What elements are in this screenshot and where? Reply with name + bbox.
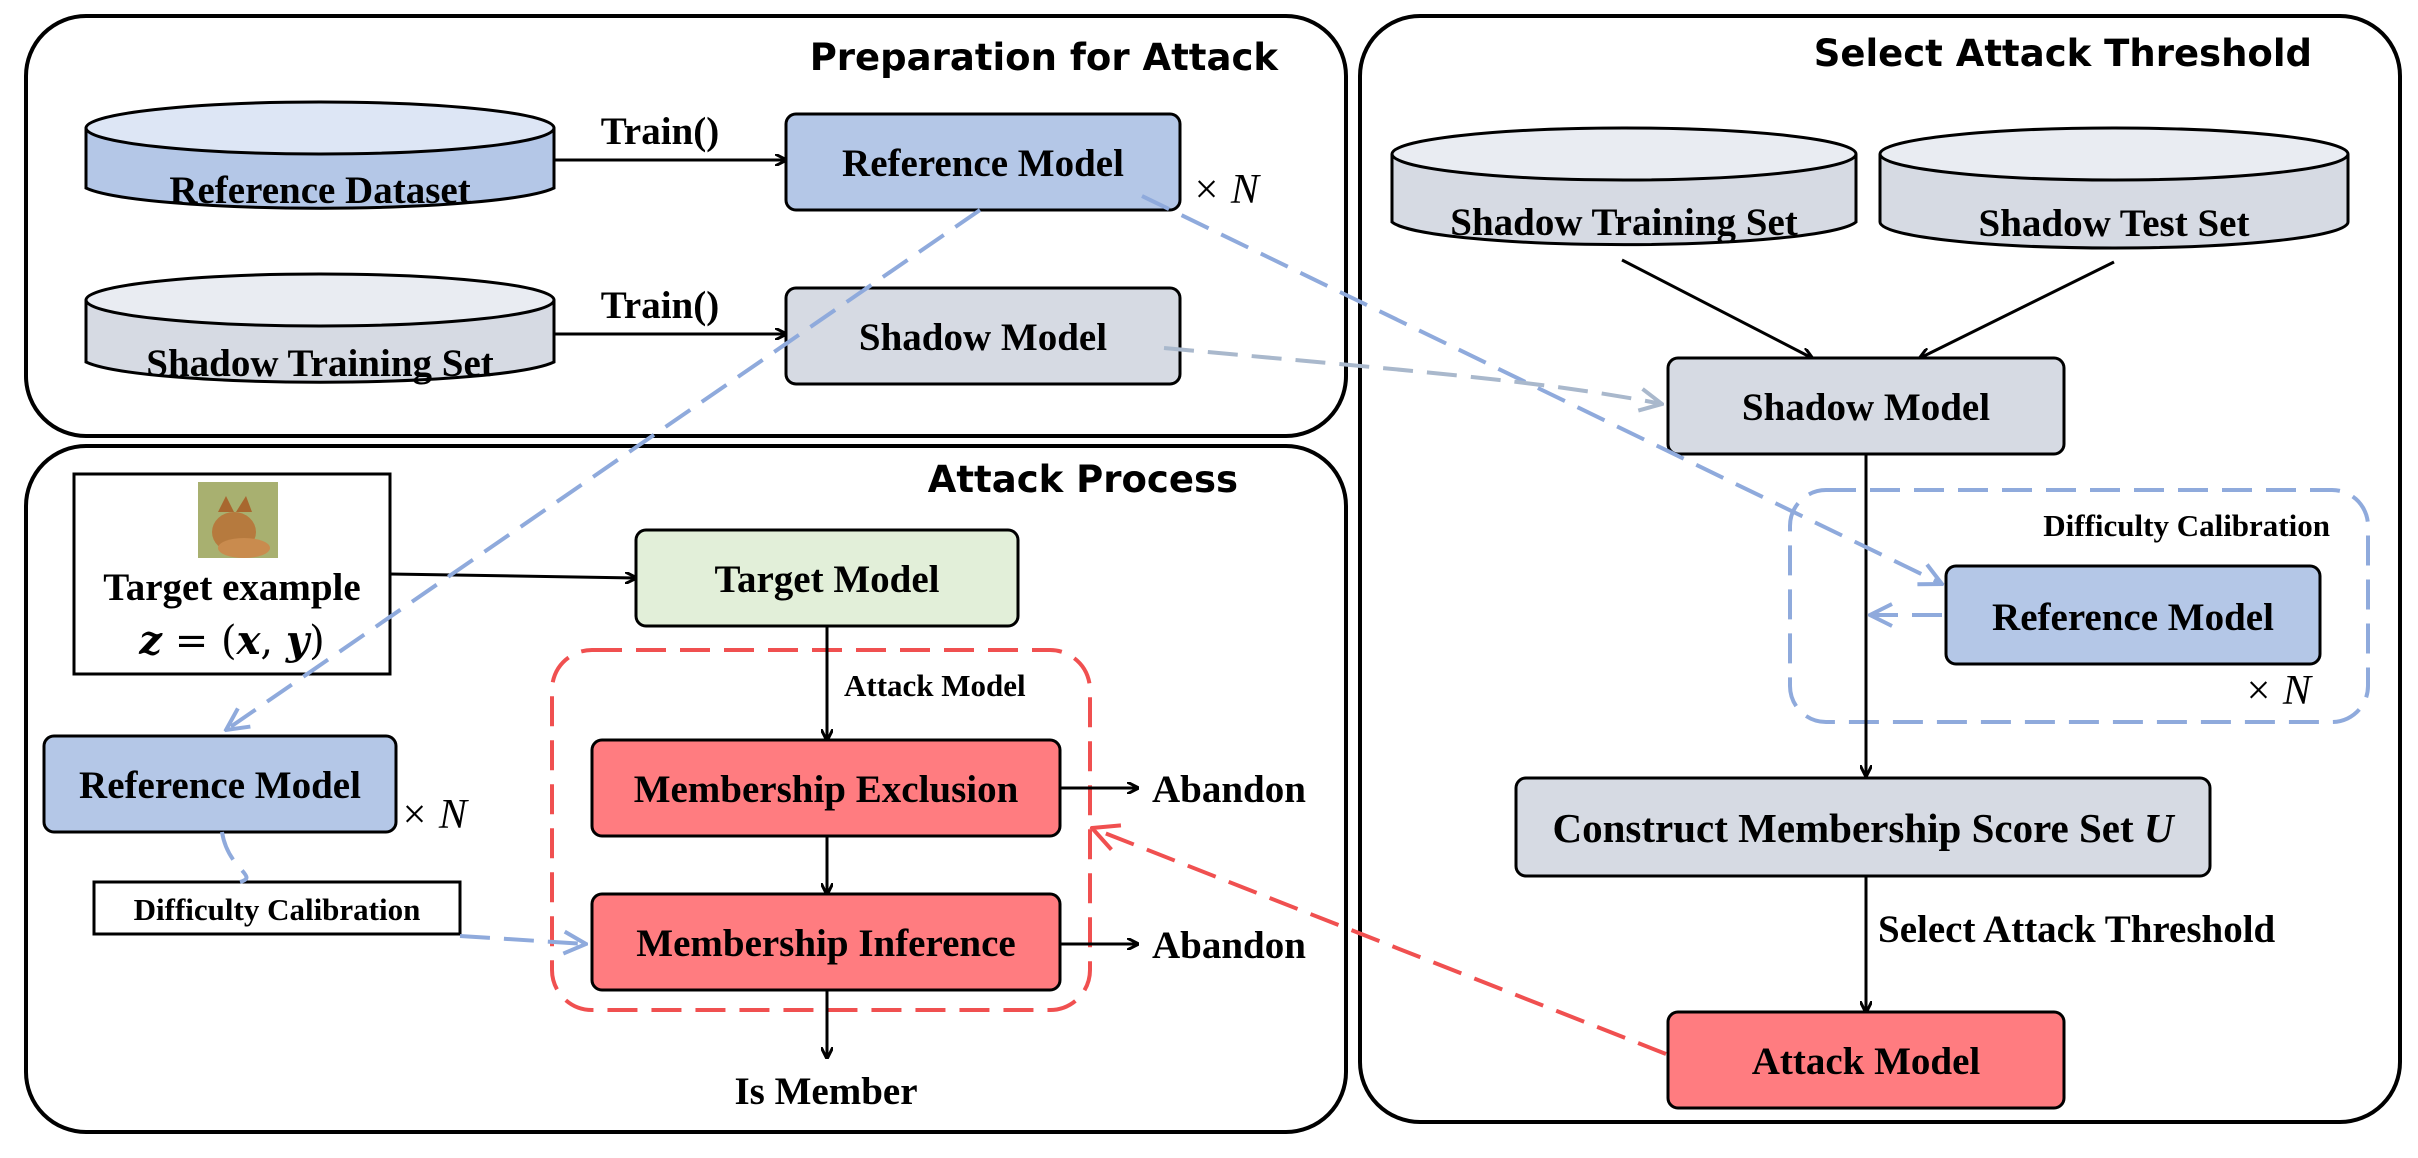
attack-reference-model-box [42,734,398,834]
construct-score-set-label: Construct Membership Score Set U [1553,805,2176,851]
arrow-train-set-to-shadow-model [1621,258,1812,358]
threshold-reference-model-label: Reference Model [1992,596,2274,639]
abandon-label-1: Abandon [1152,768,1306,811]
train-label-shadow: Train() [601,284,719,327]
prep-times-n-label: × N [1192,167,1261,213]
attack-times-n-label: × N [400,792,469,838]
is-member-label: Is Member [734,1070,917,1113]
threshold-reference-model-box [1944,564,2322,666]
select-threshold-label: Select Attack Threshold [1878,908,2276,951]
threshold-attack-model-box [1666,1010,2066,1110]
attack-model-group-label: Attack Model [844,668,1026,703]
shadow-model-label: Shadow Model [1742,386,1990,429]
attack-process-panel-title: Attack Process [928,458,1238,501]
train-label-reference: Train() [601,110,719,153]
dashed-attack-reference-to-inference [220,831,586,944]
target-example-box [72,472,392,676]
dashed-prep-reference-to-attack-reference [226,208,982,730]
threshold-attack-model-label: Attack Model [1752,1040,1981,1083]
arrow-test-set-to-shadow-model [1920,260,2115,358]
shadow-test-set-cylinder: Shadow Test Set [1878,126,2350,250]
dashed-prep-reference-to-threshold-reference [1141,194,1942,584]
target-model-label: Target Model [715,558,940,601]
shadow-training-set-cylinder: Shadow Training Set [1390,126,1858,247]
attack-reference-model-label: Reference Model [79,764,361,807]
difficulty-calibration-box [92,880,462,936]
membership-inference-label: Membership Inference [636,922,1015,965]
attack-difficulty-calibration-label: Difficulty Calibration [134,892,421,927]
select-threshold-panel-title: Select Attack Threshold [1814,32,2312,75]
preparation-panel-title: Preparation for Attack [810,36,1280,79]
threshold-difficulty-calibration-label: Difficulty Calibration [2043,508,2330,543]
dashed-prep-shadow-to-threshold-shadow [1163,346,1662,404]
arrow-example-to-target-model [389,574,636,578]
difficulty-calibration-group [1788,488,2370,724]
construct-score-set-box [1514,776,2212,878]
target-example-label: Target example [103,566,360,609]
shadow-test-set-label: Shadow Test Set [1979,202,2250,245]
prep-shadow-training-set-label: Shadow Training Set [146,342,494,385]
prep-reference-model-box [784,112,1182,212]
prep-reference-model-label: Reference Model [842,142,1124,185]
dashed-threshold-attack-model-to-exclusion [1092,828,1667,1056]
abandon-label-2: Abandon [1152,924,1306,967]
cat-photo-icon [198,482,278,558]
membership-exclusion-label: Membership Exclusion [634,768,1019,811]
target-example-formula: z = (x, y) [138,617,324,664]
prep-shadow-model-box [784,286,1182,386]
reference-dataset-cylinder: Reference Dataset [84,100,556,212]
reference-dataset-label: Reference Dataset [169,169,470,212]
prep-shadow-training-set-cylinder: Shadow Training Set [84,272,556,385]
prep-shadow-model-label: Shadow Model [859,316,1107,359]
threshold-times-n-label: × N [2244,668,2313,714]
shadow-training-set-label: Shadow Training Set [1450,201,1798,244]
